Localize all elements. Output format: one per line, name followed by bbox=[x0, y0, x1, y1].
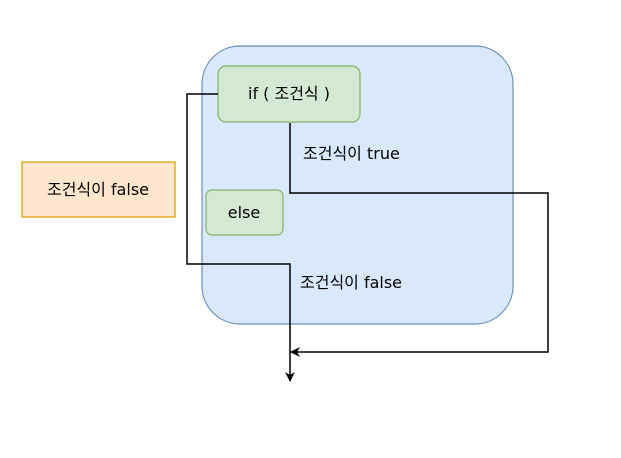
if-node: if ( 조건식 ) bbox=[217, 65, 361, 123]
false-note: 조건식이 false bbox=[21, 161, 176, 218]
true-edge-label: 조건식이 true bbox=[303, 144, 400, 163]
false-note-box bbox=[21, 161, 176, 218]
else-node-box bbox=[205, 189, 284, 236]
if-node-label: if ( 조건식 ) bbox=[248, 84, 330, 103]
false-note-label: 조건식이 false bbox=[47, 180, 149, 199]
else-node-label: else bbox=[228, 203, 260, 222]
false-path-connector bbox=[186, 93, 295, 382]
else-node: else bbox=[205, 189, 284, 236]
true-path-connector bbox=[289, 123, 549, 357]
false-edge-label: 조건식이 false bbox=[300, 273, 402, 292]
